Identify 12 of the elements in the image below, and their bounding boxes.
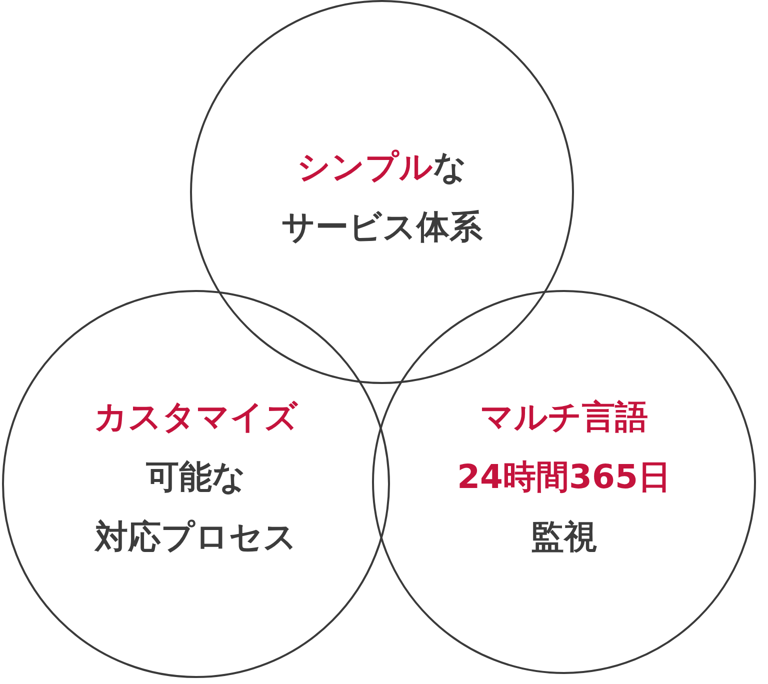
circle-text: 監視 (531, 517, 597, 556)
circle-text: マルチ言語 (480, 397, 648, 436)
circle-text: 対応プロセス (95, 517, 297, 556)
circle-text: カスタマイズ (94, 397, 298, 436)
circle-text: 24時間365日 (457, 457, 671, 496)
circle-text: シンプル (297, 147, 433, 186)
venn-circle (190, 0, 574, 384)
venn-circle (372, 290, 756, 674)
venn-circle (2, 290, 390, 678)
circle-text: 可能な (146, 457, 246, 496)
circle-text: サービス体系 (282, 207, 482, 246)
circle-text: な (433, 147, 467, 186)
